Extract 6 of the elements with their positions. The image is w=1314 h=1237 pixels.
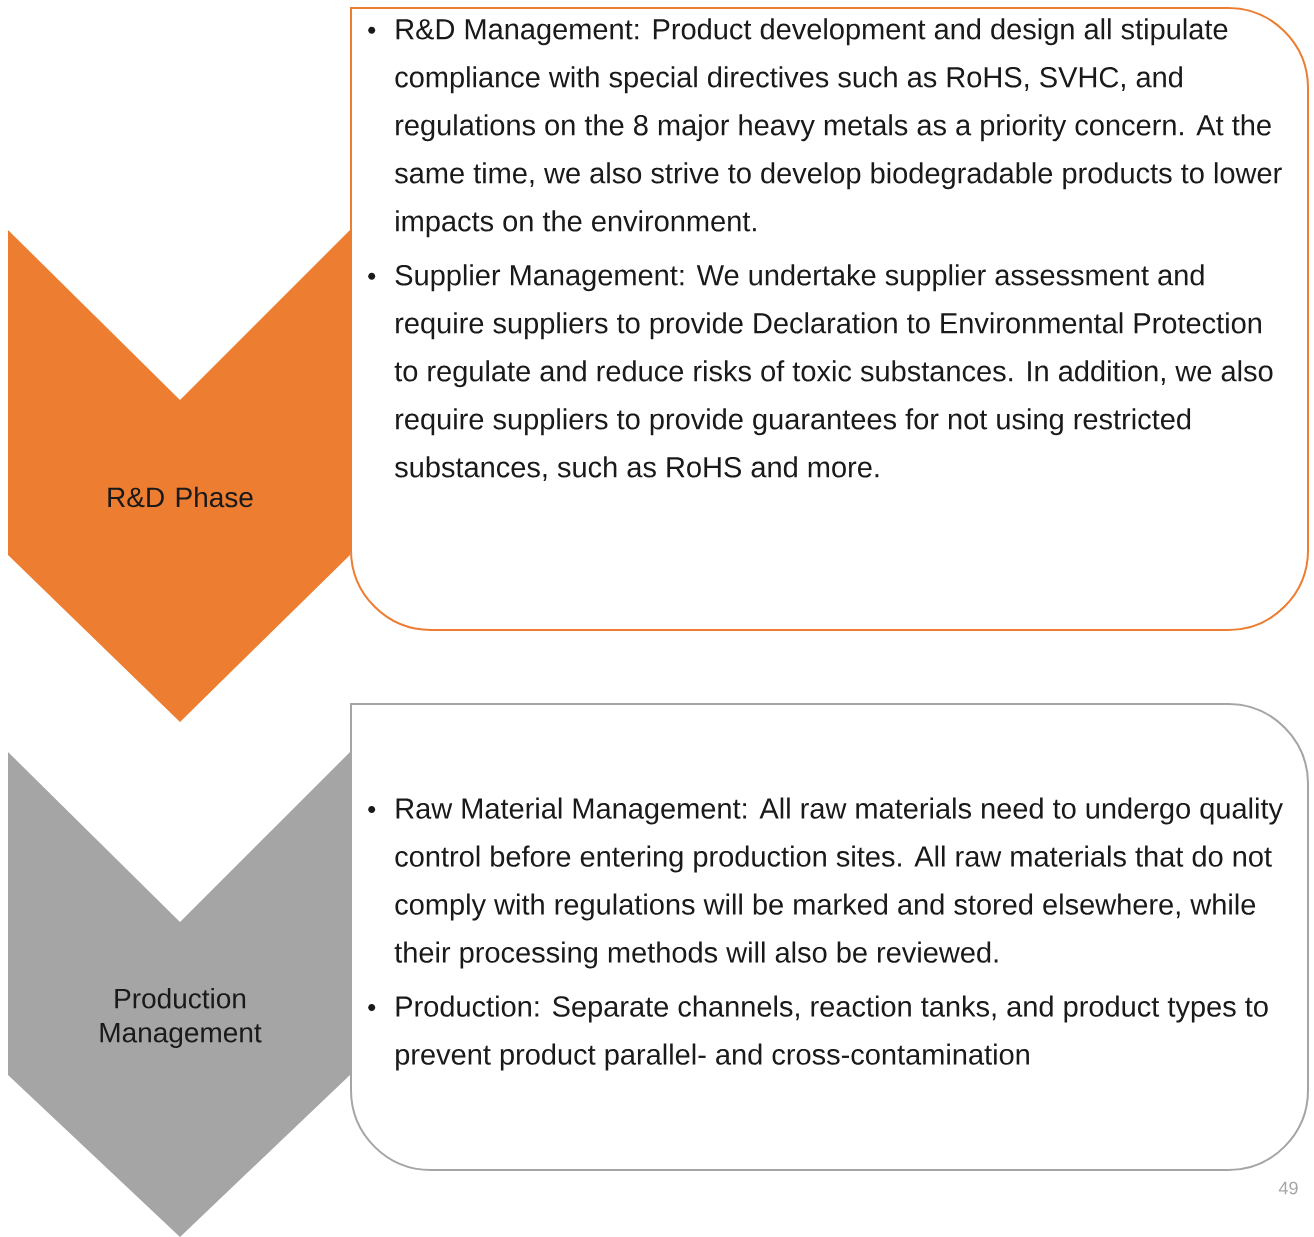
list-item: Supplier Management: We undertake supplier assessment and require suppliers to provide Declaration to Environmental Protection to regulate and reduce risks of toxic substances. In addition, we also require suppliers to provide guarantees for not using restricted substances, such as RoHS and more. [394, 264, 1273, 481]
list-item: R&D Management: Product development and design all stipulate compliance with special directives such as RoHS, SVHC, and regulations on the 8 major heavy metals as a priority concern. At the same time, we also strive to develop biodegradable products to lower impacts on the environment. [395, 18, 1282, 238]
text-panel [350, 703, 1309, 1171]
list-item: Production: Separate channels, reaction tanks, and product types to prevent product parallel- and cross-contamination [396, 995, 1268, 1071]
text-panel [350, 7, 1309, 631]
list-item: Raw Material Management: All raw materials need to undergo quality control before entering production sites. All raw materials that do not comply with regulations will be marked and stored elsewhere, while their processing methods will also be reviewed. [394, 797, 1283, 969]
